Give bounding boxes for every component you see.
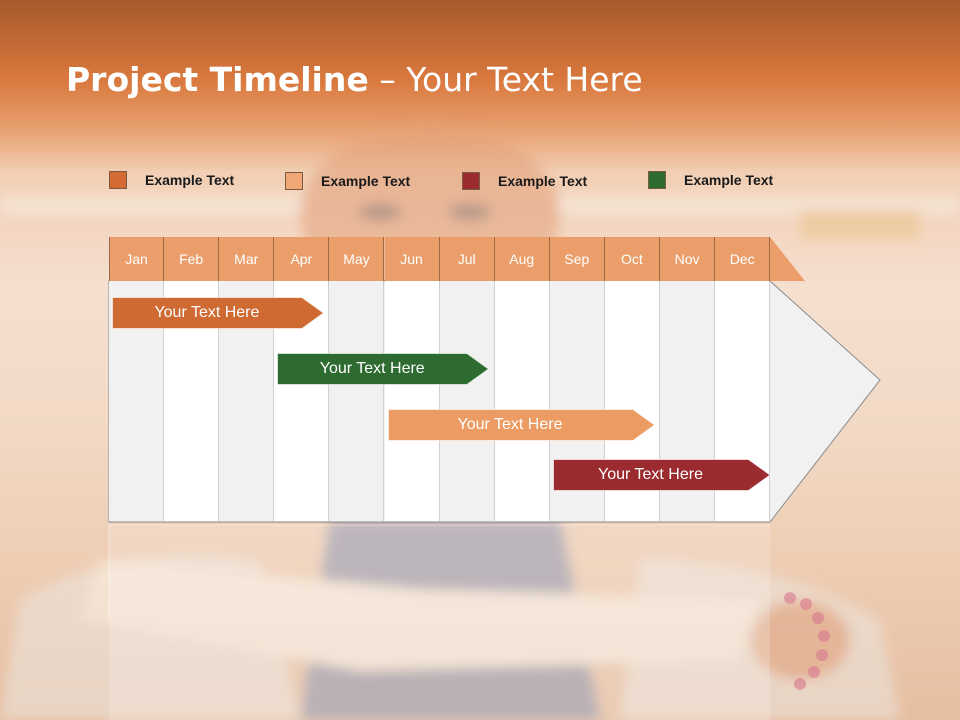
month-label-jun: Jun: [384, 237, 440, 281]
legend-swatch: [462, 172, 480, 190]
legend-swatch: [109, 171, 127, 189]
legend-item: Example Text: [285, 172, 410, 190]
legend-item: Example Text: [648, 171, 773, 189]
task-bar[interactable]: Your Text Here: [112, 297, 324, 329]
month-column: [384, 281, 440, 521]
title-rest: – Your Text Here: [368, 60, 643, 99]
month-label-jul: Jul: [439, 237, 495, 281]
month-label-oct: Oct: [604, 237, 660, 281]
title-bold: Project Timeline: [66, 60, 369, 99]
month-label-mar: Mar: [219, 237, 275, 281]
month-label-may: May: [329, 237, 385, 281]
task-bar-arrow: [387, 409, 655, 441]
task-bar-arrow: [552, 459, 771, 491]
task-bar-label: Your Text Here: [154, 304, 260, 321]
legend-label: Example Text: [684, 172, 774, 188]
month-label-apr: Apr: [274, 237, 330, 281]
task-bar[interactable]: Your Text Here: [387, 409, 655, 441]
task-bar[interactable]: Your Text Here: [552, 459, 771, 491]
task-bar[interactable]: Your Text Here: [277, 353, 490, 385]
task-bar-label: Your Text Here: [457, 416, 563, 433]
task-bar-arrow: [112, 297, 324, 329]
month-label-dec: Dec: [715, 237, 771, 281]
month-column: [494, 281, 550, 521]
timeline-arrow-tip: [770, 237, 805, 281]
legend-swatch: [285, 172, 303, 190]
legend-item: Example Text: [462, 172, 587, 190]
month-label-jan: Jan: [109, 237, 165, 281]
month-column: [329, 281, 385, 521]
month-label-aug: Aug: [494, 237, 550, 281]
legend-item: Example Text: [109, 171, 234, 189]
month-column: [439, 281, 495, 521]
task-bar-label: Your Text Here: [598, 466, 703, 483]
legend-label: Example Text: [321, 173, 411, 189]
month-label-nov: Nov: [660, 237, 716, 281]
legend-label: Example Text: [145, 172, 235, 188]
timeline-reflection: [109, 525, 770, 720]
page-title: Project Timeline – Your Text Here: [66, 60, 643, 99]
legend-swatch: [648, 171, 666, 189]
task-bar-label: Your Text Here: [319, 360, 425, 377]
month-label-feb: Feb: [164, 237, 220, 281]
legend-label: Example Text: [498, 173, 588, 189]
month-label-sep: Sep: [549, 237, 605, 281]
task-bar-arrow: [277, 353, 490, 385]
